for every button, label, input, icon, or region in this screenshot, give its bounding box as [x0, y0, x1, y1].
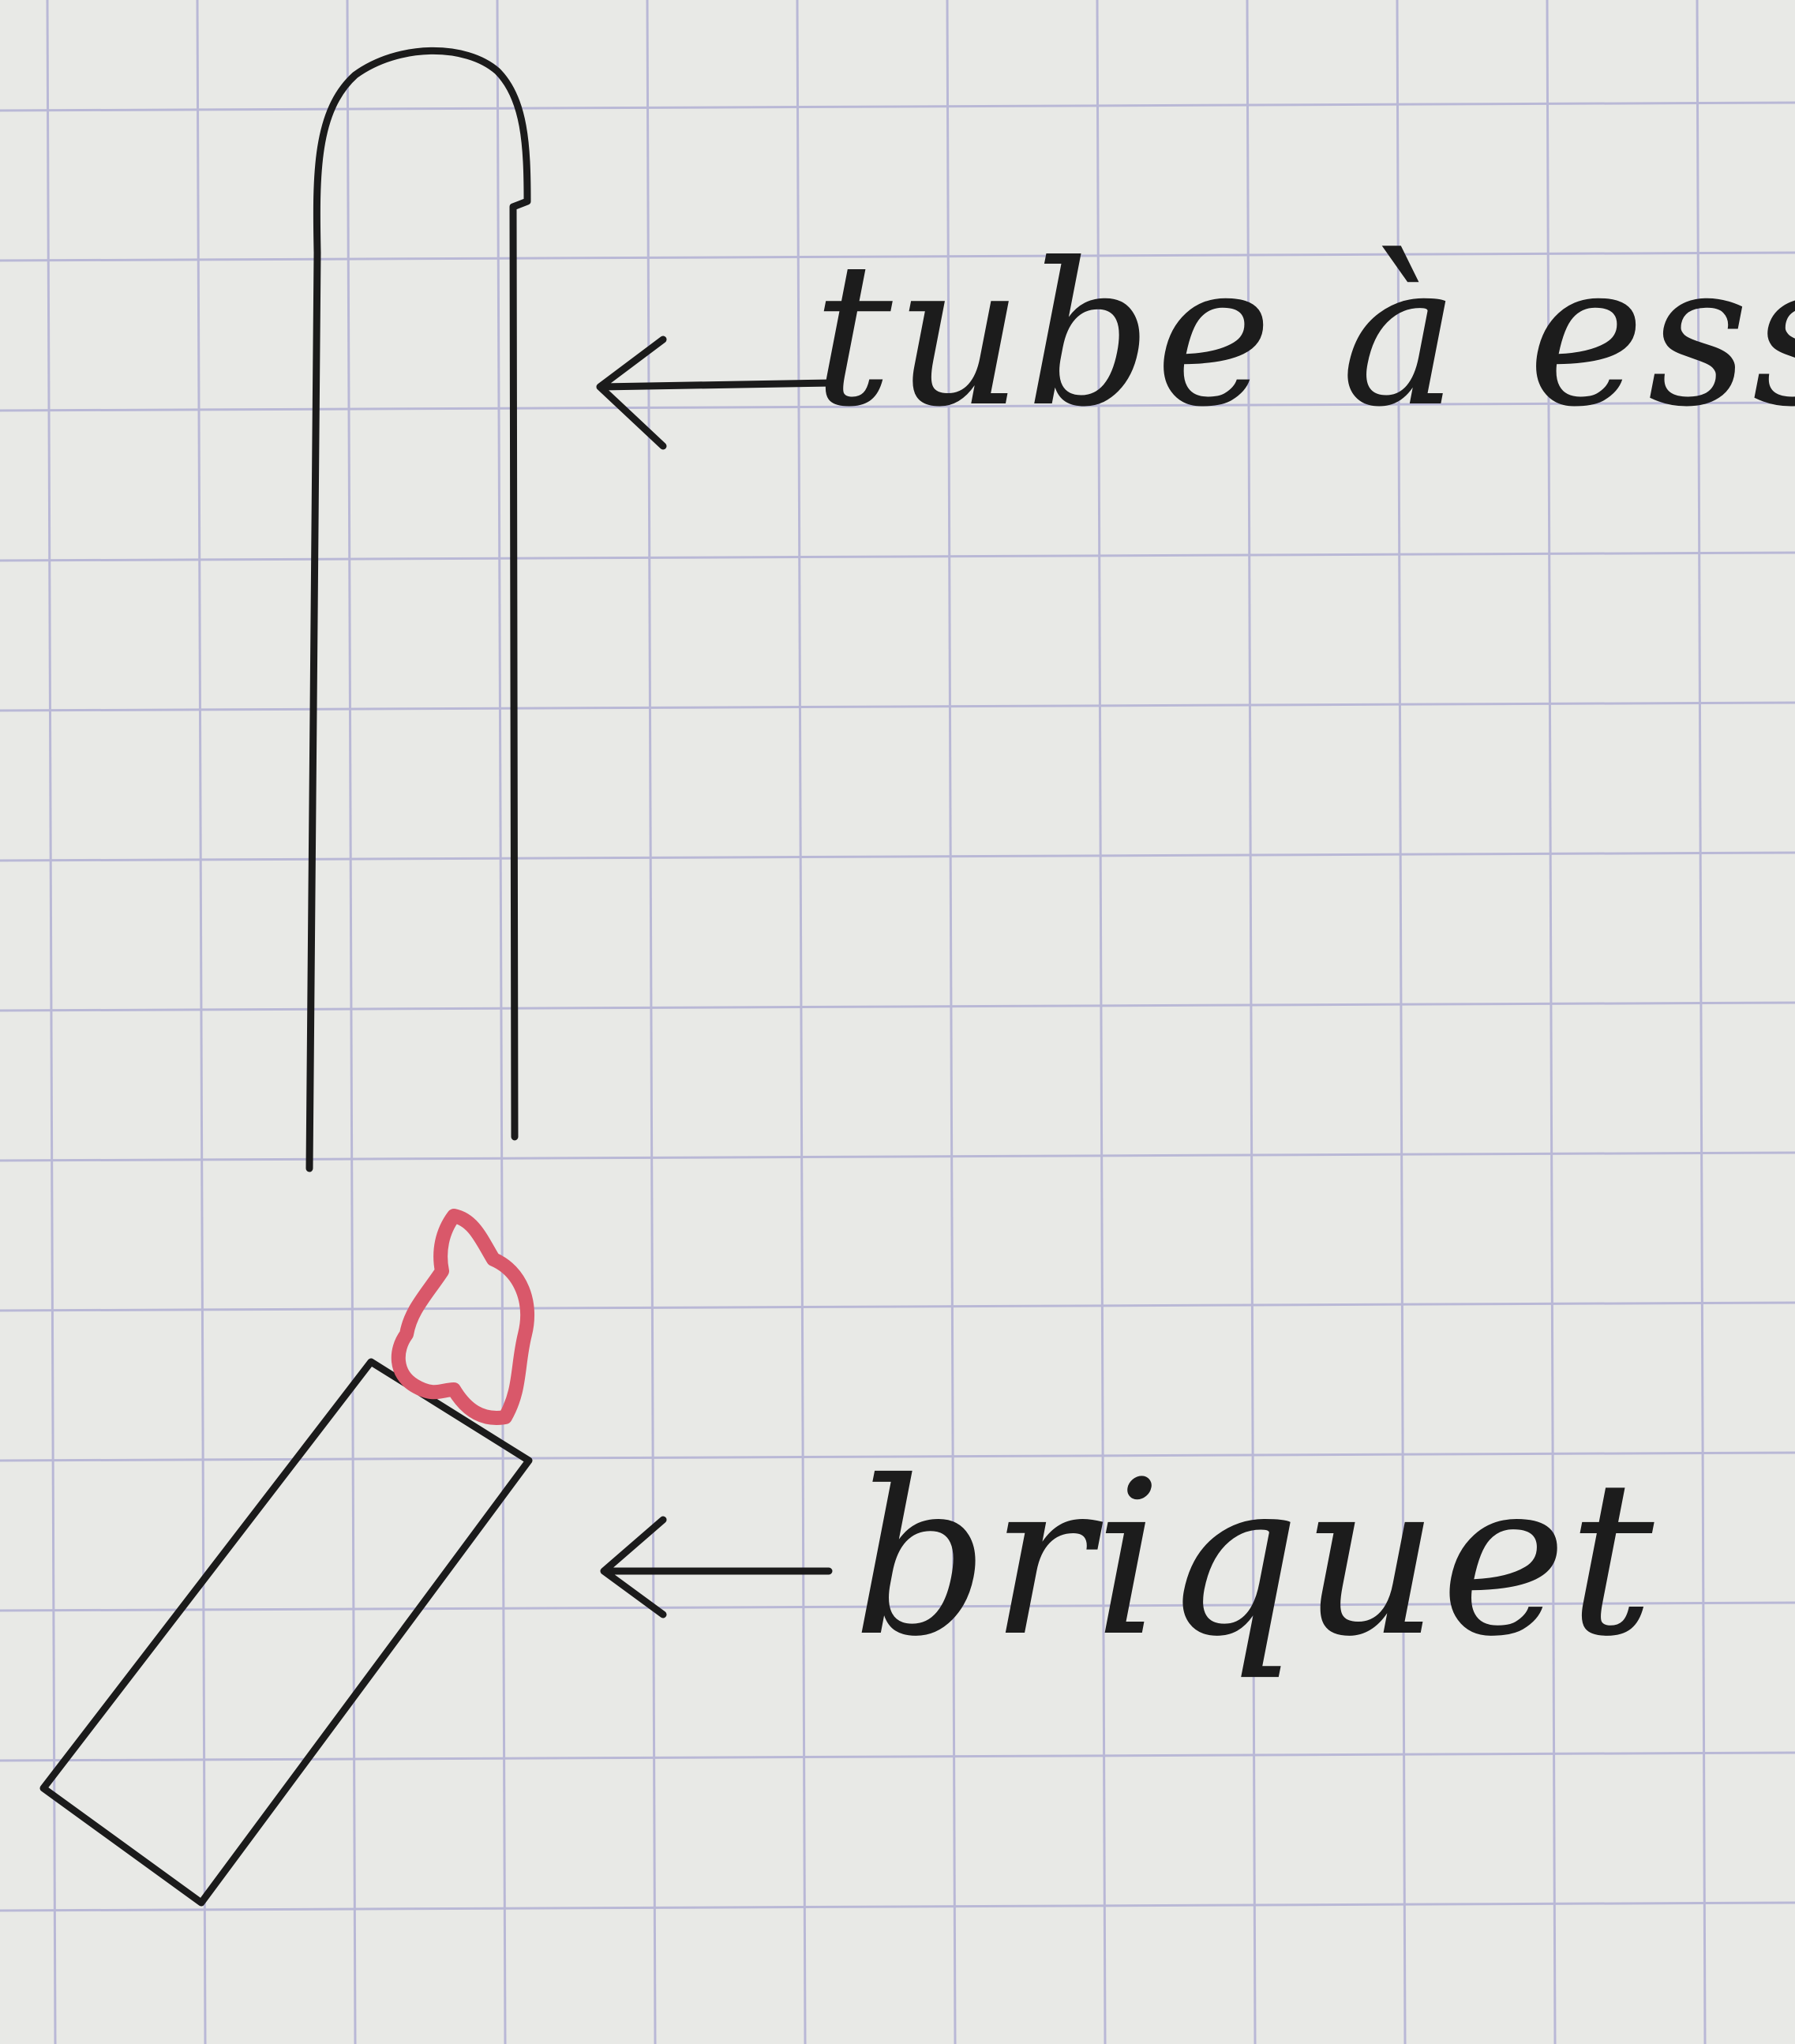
grid-line-horizontal: [0, 851, 1795, 862]
grid-line-horizontal: [0, 1901, 1795, 1912]
grid-line-vertical: [46, 0, 57, 2044]
tube-arrow-icon: [596, 336, 837, 450]
grid-line-vertical: [346, 0, 357, 2044]
grid-line-vertical: [646, 0, 657, 2044]
tube-label: tube à essai: [813, 220, 1795, 450]
grid-line-horizontal: [0, 701, 1795, 712]
grid-line-horizontal: [0, 251, 1795, 262]
grid-line-vertical: [1546, 0, 1557, 2044]
grid-line-vertical: [1396, 0, 1407, 2044]
grid-line-horizontal: [0, 1601, 1795, 1612]
lighter-icon: [39, 1358, 533, 1907]
grid-line-horizontal: [0, 1751, 1795, 1762]
lighter-label: briquet: [853, 1435, 1656, 1683]
grid-line-vertical: [946, 0, 957, 2044]
grid-line-horizontal: [0, 101, 1795, 112]
grid-line-vertical: [1696, 0, 1707, 2044]
grid-line-horizontal: [0, 1001, 1795, 1012]
grid-line-horizontal: [0, 401, 1795, 412]
test-tube-icon: [305, 47, 531, 1172]
grid-line-vertical: [796, 0, 807, 2044]
flame-icon: [391, 1209, 534, 1425]
grid-line-horizontal: [0, 1301, 1795, 1312]
grid-line-horizontal: [0, 551, 1795, 562]
grid-line-vertical: [196, 0, 207, 2044]
lighter-arrow-icon: [600, 1516, 833, 1618]
grid-line-vertical: [496, 0, 507, 2044]
grid-line-horizontal: [0, 1151, 1795, 1162]
grid-line-vertical: [1246, 0, 1257, 2044]
grid-line-vertical: [1096, 0, 1107, 2044]
